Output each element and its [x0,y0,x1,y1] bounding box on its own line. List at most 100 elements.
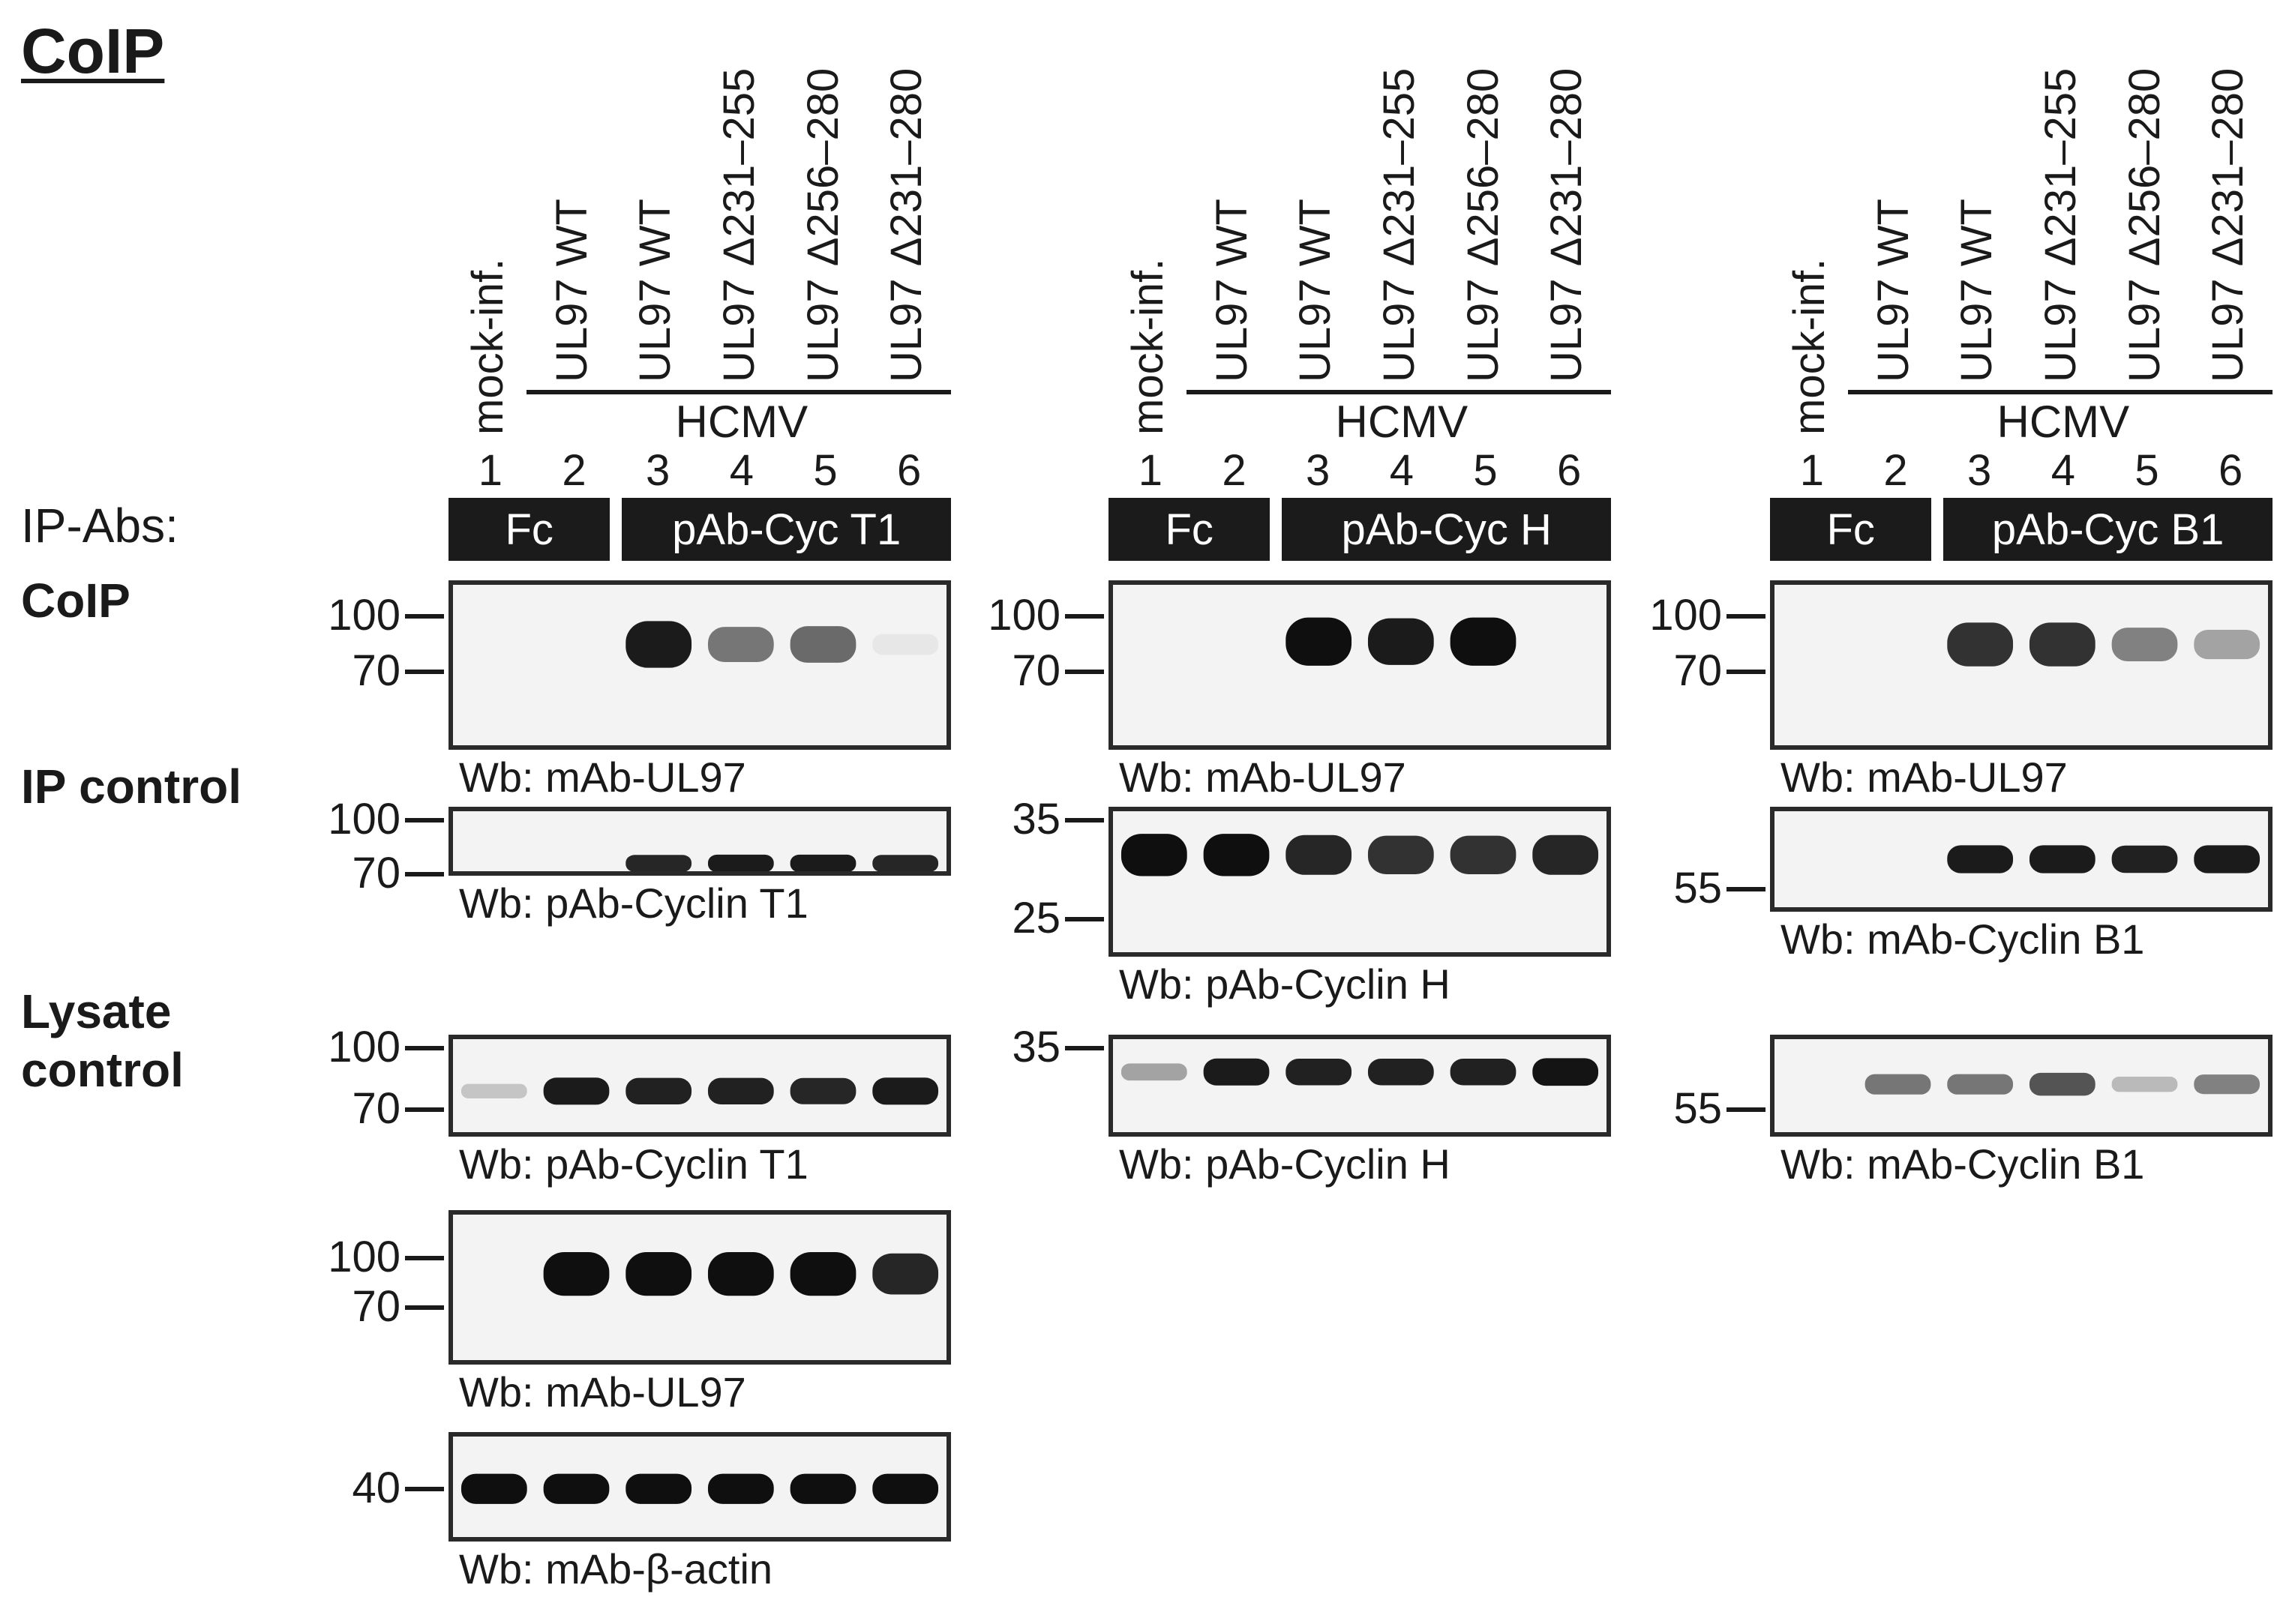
blot-band [1532,834,1599,875]
marker-tick [1065,917,1104,921]
marker-tick [405,1107,444,1112]
marker-tick [405,1046,444,1050]
hcmv-label: HCMV [1996,397,2130,447]
hcmv-label: HCMV [675,397,808,447]
blot-band [626,621,692,668]
marker-label: 100 [328,795,400,843]
blot-band [626,1473,692,1504]
blot-band [707,1473,774,1504]
blot-band [1532,1058,1599,1086]
lane-number: 1 [1138,446,1162,495]
blot-bands [1864,1072,2260,1096]
marker-tick [405,872,444,876]
lane-number: 5 [1473,446,1498,495]
blot-band [790,1252,856,1296]
wb-caption: Wb: mAb-UL97 [459,1368,746,1416]
lane-number: 4 [1389,446,1414,495]
lane-number: 2 [1222,446,1246,495]
blot-band [790,626,856,663]
blot-band [1947,845,2014,873]
blot-band [1367,618,1434,665]
lane-label: UL97 WT [1291,199,1340,382]
blot-band [790,1473,856,1504]
blot-band [1947,622,2014,667]
marker-tick [1726,614,1766,619]
western-blot [448,807,951,876]
blot-band [2194,629,2260,660]
blot-band [543,1252,610,1296]
section-lysate-control: Lysate control [21,984,184,1097]
lane-label: UL97 WT [1207,199,1256,382]
blot-band [707,1077,774,1105]
blot-band [1367,1059,1434,1086]
ip-box-antibody: pAb-Cyc T1 [622,498,951,561]
blot-band [1450,617,1516,666]
lane-number: 4 [2050,446,2075,495]
lane-label: UL97 Δ256–280 [1458,67,1508,382]
lane-label: UL97 WT [631,199,680,382]
blot-band [872,634,939,655]
wb-caption: Wb: mAb-Cyclin B1 [1780,915,2145,963]
blot-band [1864,1074,1931,1095]
blot-band [626,1077,692,1105]
marker-tick [405,614,444,619]
western-blot [448,1210,951,1365]
marker-label: 25 [1012,894,1060,942]
marker-tick [1726,887,1766,891]
blot-band [2029,622,2096,667]
lane-number: 3 [1306,446,1330,495]
blot-band [790,854,856,871]
western-blot [1108,580,1611,750]
lane-number: 1 [478,446,502,495]
lane-label: UL97 Δ231–255 [714,67,764,382]
marker-tick [405,1487,444,1491]
lane-label: UL97 WT [1868,199,1918,382]
blot-bands [460,1077,939,1105]
marker-tick [405,670,444,674]
marker-label: 55 [1673,864,1722,912]
blot-band [2111,628,2178,662]
section-ip-control: IP control [21,760,242,813]
marker-label: 100 [988,591,1060,640]
lane-number: 3 [1967,446,1992,495]
blot-bands [1286,617,1516,666]
blot-band [543,1473,610,1504]
blot-band [543,1077,610,1105]
blot-band [1450,1059,1516,1086]
blot-band [1450,835,1516,874]
western-blot [448,580,951,750]
blot-band [626,1252,692,1296]
marker-tick [1065,614,1104,619]
lane-number: 2 [1883,446,1908,495]
wb-caption: Wb: pAb-Cyclin H [1119,1140,1450,1188]
western-blot [1770,807,2272,912]
blot-band [2111,845,2178,873]
marker-label: 70 [1012,646,1060,695]
blot-band [1203,834,1270,876]
western-blot [448,1035,951,1137]
blot-band [1286,617,1352,666]
blot-band [707,627,774,662]
marker-label: 40 [352,1464,400,1512]
lane-label: UL97 Δ256–280 [2120,67,2169,382]
western-blot [1108,1035,1611,1137]
western-blot [448,1432,951,1542]
blot-band [626,855,692,871]
lane-number: 2 [562,446,586,495]
ip-abs-label: IP-Abs: [21,499,178,553]
marker-label: 100 [328,1023,400,1071]
marker-label: 70 [1673,646,1722,695]
marker-label: 35 [1012,1023,1060,1071]
blot-bands [460,1473,939,1504]
marker-tick [1065,818,1104,822]
wb-caption: Wb: mAb-β-actin [459,1545,773,1593]
blot-band [1286,1059,1352,1086]
blot-bands [1947,845,2260,873]
blot-bands [1120,1058,1599,1086]
marker-tick [1065,670,1104,674]
blot-band [790,1077,856,1104]
lane-number: 5 [2134,446,2159,495]
blot-bands [1120,834,1599,876]
blot-band [2194,845,2260,873]
blot-bands [626,854,939,871]
